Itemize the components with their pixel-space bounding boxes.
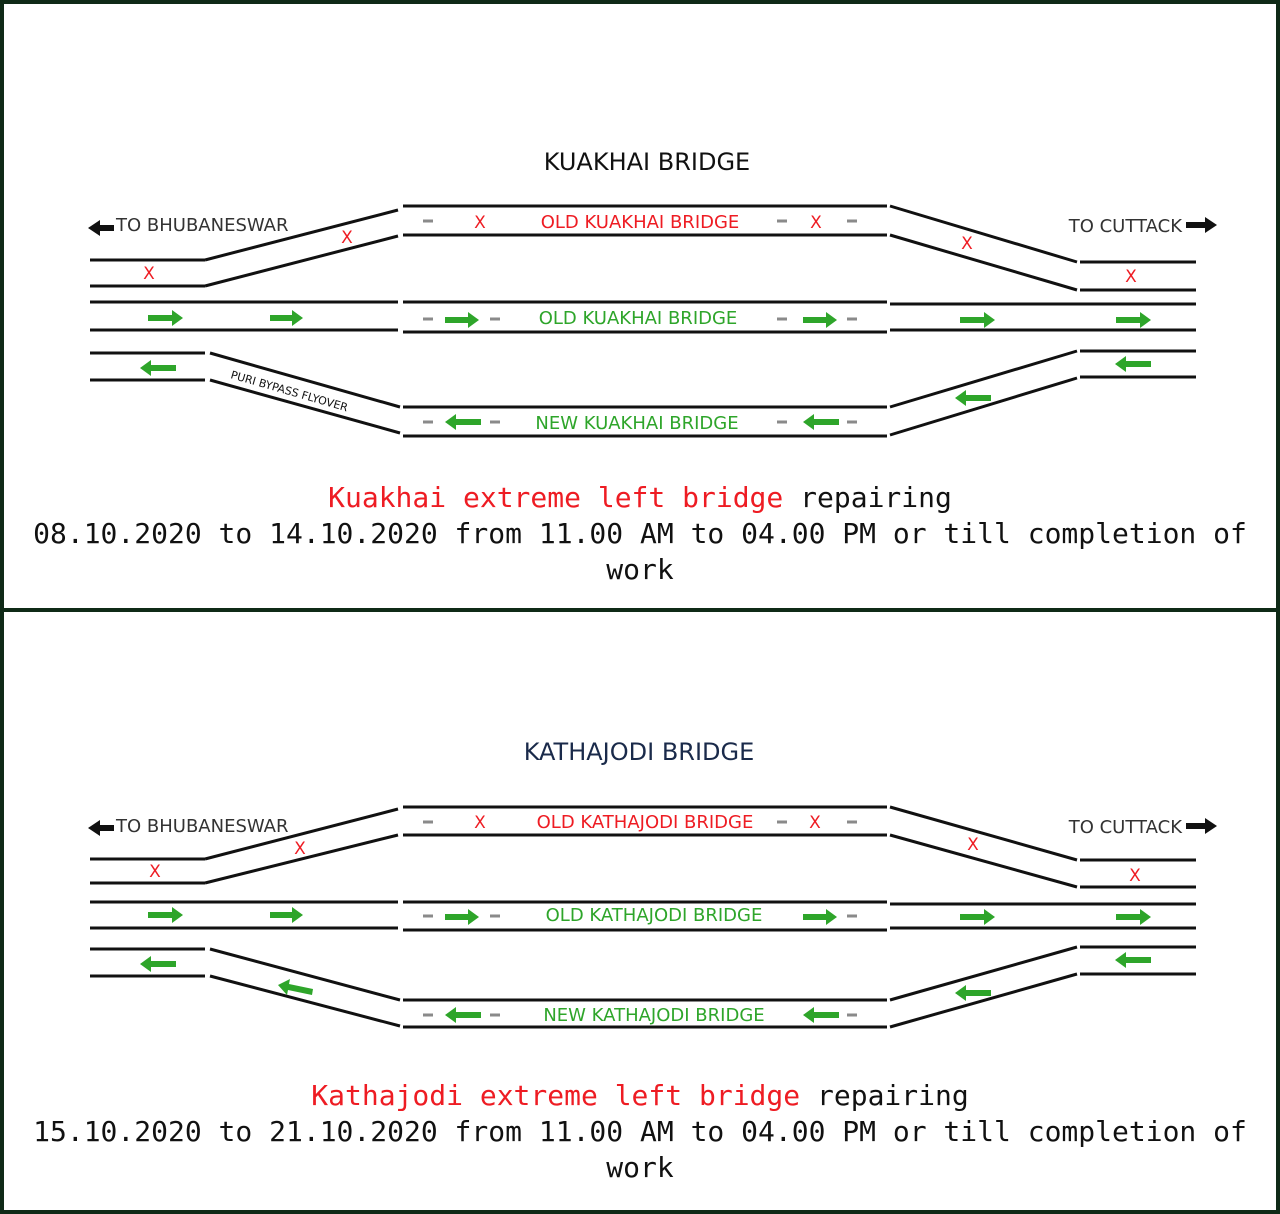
closed-mark: X xyxy=(143,264,155,284)
closed-mark: X xyxy=(967,835,979,855)
closed-mark: X xyxy=(149,862,161,882)
top-bridge-label: OLD KATHAJODI BRIDGE xyxy=(537,812,754,833)
arrow-left-icon xyxy=(278,979,313,995)
arrow-left-icon xyxy=(445,414,481,430)
arrow-left-icon xyxy=(140,956,176,972)
middle-bridge-label: OLD KUAKHAI BRIDGE xyxy=(539,308,738,329)
caption-red-text: Kathajodi extreme left bridge xyxy=(311,1079,801,1112)
kuakhai-panel: KUAKHAI BRIDGE TO BHUBANESWAR TO CUTTACK xyxy=(0,0,1280,600)
caption-line-1: Kathajodi extreme left bridge repairing xyxy=(0,1078,1280,1114)
closed-mark: X xyxy=(341,228,353,248)
top-carriageway xyxy=(90,805,1196,889)
arrow-right-icon xyxy=(803,312,837,328)
traffic-arrows xyxy=(140,310,1151,430)
caption-line-1: Kuakhai extreme left bridge repairing xyxy=(0,480,1280,516)
arrow-left-icon xyxy=(955,985,991,1001)
arrow-left-icon xyxy=(88,220,114,236)
arrow-right-icon xyxy=(1186,818,1217,834)
top-bridge-label: OLD KUAKHAI BRIDGE xyxy=(541,212,740,233)
closed-mark: X xyxy=(1129,866,1141,886)
arrow-left-icon xyxy=(88,820,114,836)
panel-divider xyxy=(0,608,1280,612)
kuakhai-road-diagram: KUAKHAI BRIDGE TO BHUBANESWAR TO CUTTACK xyxy=(88,148,1217,438)
closed-mark: X xyxy=(294,839,306,859)
closed-mark: X xyxy=(474,213,486,233)
arrow-right-icon xyxy=(1116,909,1151,925)
caption-line-2: 08.10.2020 to 14.10.2020 from 11.00 AM t… xyxy=(33,517,1247,586)
arrow-left-icon xyxy=(1115,952,1151,968)
arrow-right-icon xyxy=(270,310,303,326)
arrow-left-icon xyxy=(955,390,991,406)
kathajodi-road-diagram: KATHAJODI BRIDGE TO BHUBANESWAR TO CUTTA… xyxy=(88,738,1217,1029)
to-bhubaneswar-label: TO BHUBANESWAR xyxy=(115,816,289,837)
arrow-left-icon xyxy=(803,1007,839,1023)
to-bhubaneswar-label: TO BHUBANESWAR xyxy=(115,215,289,236)
lane-dashes xyxy=(423,820,857,1017)
bottom-carriageway xyxy=(90,349,1196,438)
arrow-left-icon xyxy=(803,414,839,430)
closed-mark: X xyxy=(1125,267,1137,287)
arrow-right-icon xyxy=(1186,217,1217,233)
diagram-title: KUAKHAI BRIDGE xyxy=(544,148,750,176)
closed-marks: X X X X X X xyxy=(143,213,1137,287)
arrow-right-icon xyxy=(960,312,995,328)
caption-black-text: repairing xyxy=(800,1079,969,1112)
lane-dashes xyxy=(423,219,857,424)
arrow-right-icon xyxy=(148,907,183,923)
bottom-carriageway xyxy=(90,945,1196,1029)
arrow-right-icon xyxy=(270,907,303,923)
arrow-right-icon xyxy=(148,310,183,326)
middle-carriageway xyxy=(90,300,1196,334)
caption-line-2: 15.10.2020 to 21.10.2020 from 11.00 AM t… xyxy=(33,1115,1247,1184)
closed-mark: X xyxy=(809,813,821,833)
to-cuttack-label: TO CUTTACK xyxy=(1068,216,1183,237)
middle-carriageway xyxy=(90,900,1196,932)
middle-bridge-label: OLD KATHAJODI BRIDGE xyxy=(546,905,763,926)
kathajodi-panel: KATHAJODI BRIDGE TO BHUBANESWAR TO CUTTA… xyxy=(0,606,1280,1206)
to-cuttack-label: TO CUTTACK xyxy=(1068,817,1183,838)
arrow-right-icon xyxy=(445,312,479,328)
arrow-right-icon xyxy=(960,909,995,925)
top-carriageway xyxy=(90,204,1196,292)
closed-marks: X X X X X X xyxy=(149,813,1141,886)
arrow-left-icon xyxy=(1115,356,1151,372)
arrow-left-icon xyxy=(140,360,176,376)
arrow-right-icon xyxy=(803,909,837,925)
traffic-arrows xyxy=(140,907,1151,1023)
caption-red-text: Kuakhai extreme left bridge xyxy=(328,481,784,514)
closed-mark: X xyxy=(474,813,486,833)
diagram-title: KATHAJODI BRIDGE xyxy=(524,738,755,766)
closed-mark: X xyxy=(810,213,822,233)
arrow-right-icon xyxy=(1116,312,1151,328)
caption-black-text: repairing xyxy=(783,481,952,514)
bottom-bridge-label: NEW KUAKHAI BRIDGE xyxy=(535,413,738,434)
closed-mark: X xyxy=(961,234,973,254)
bottom-bridge-label: NEW KATHAJODI BRIDGE xyxy=(543,1005,764,1026)
arrow-left-icon xyxy=(445,1007,481,1023)
arrow-right-icon xyxy=(445,909,479,925)
